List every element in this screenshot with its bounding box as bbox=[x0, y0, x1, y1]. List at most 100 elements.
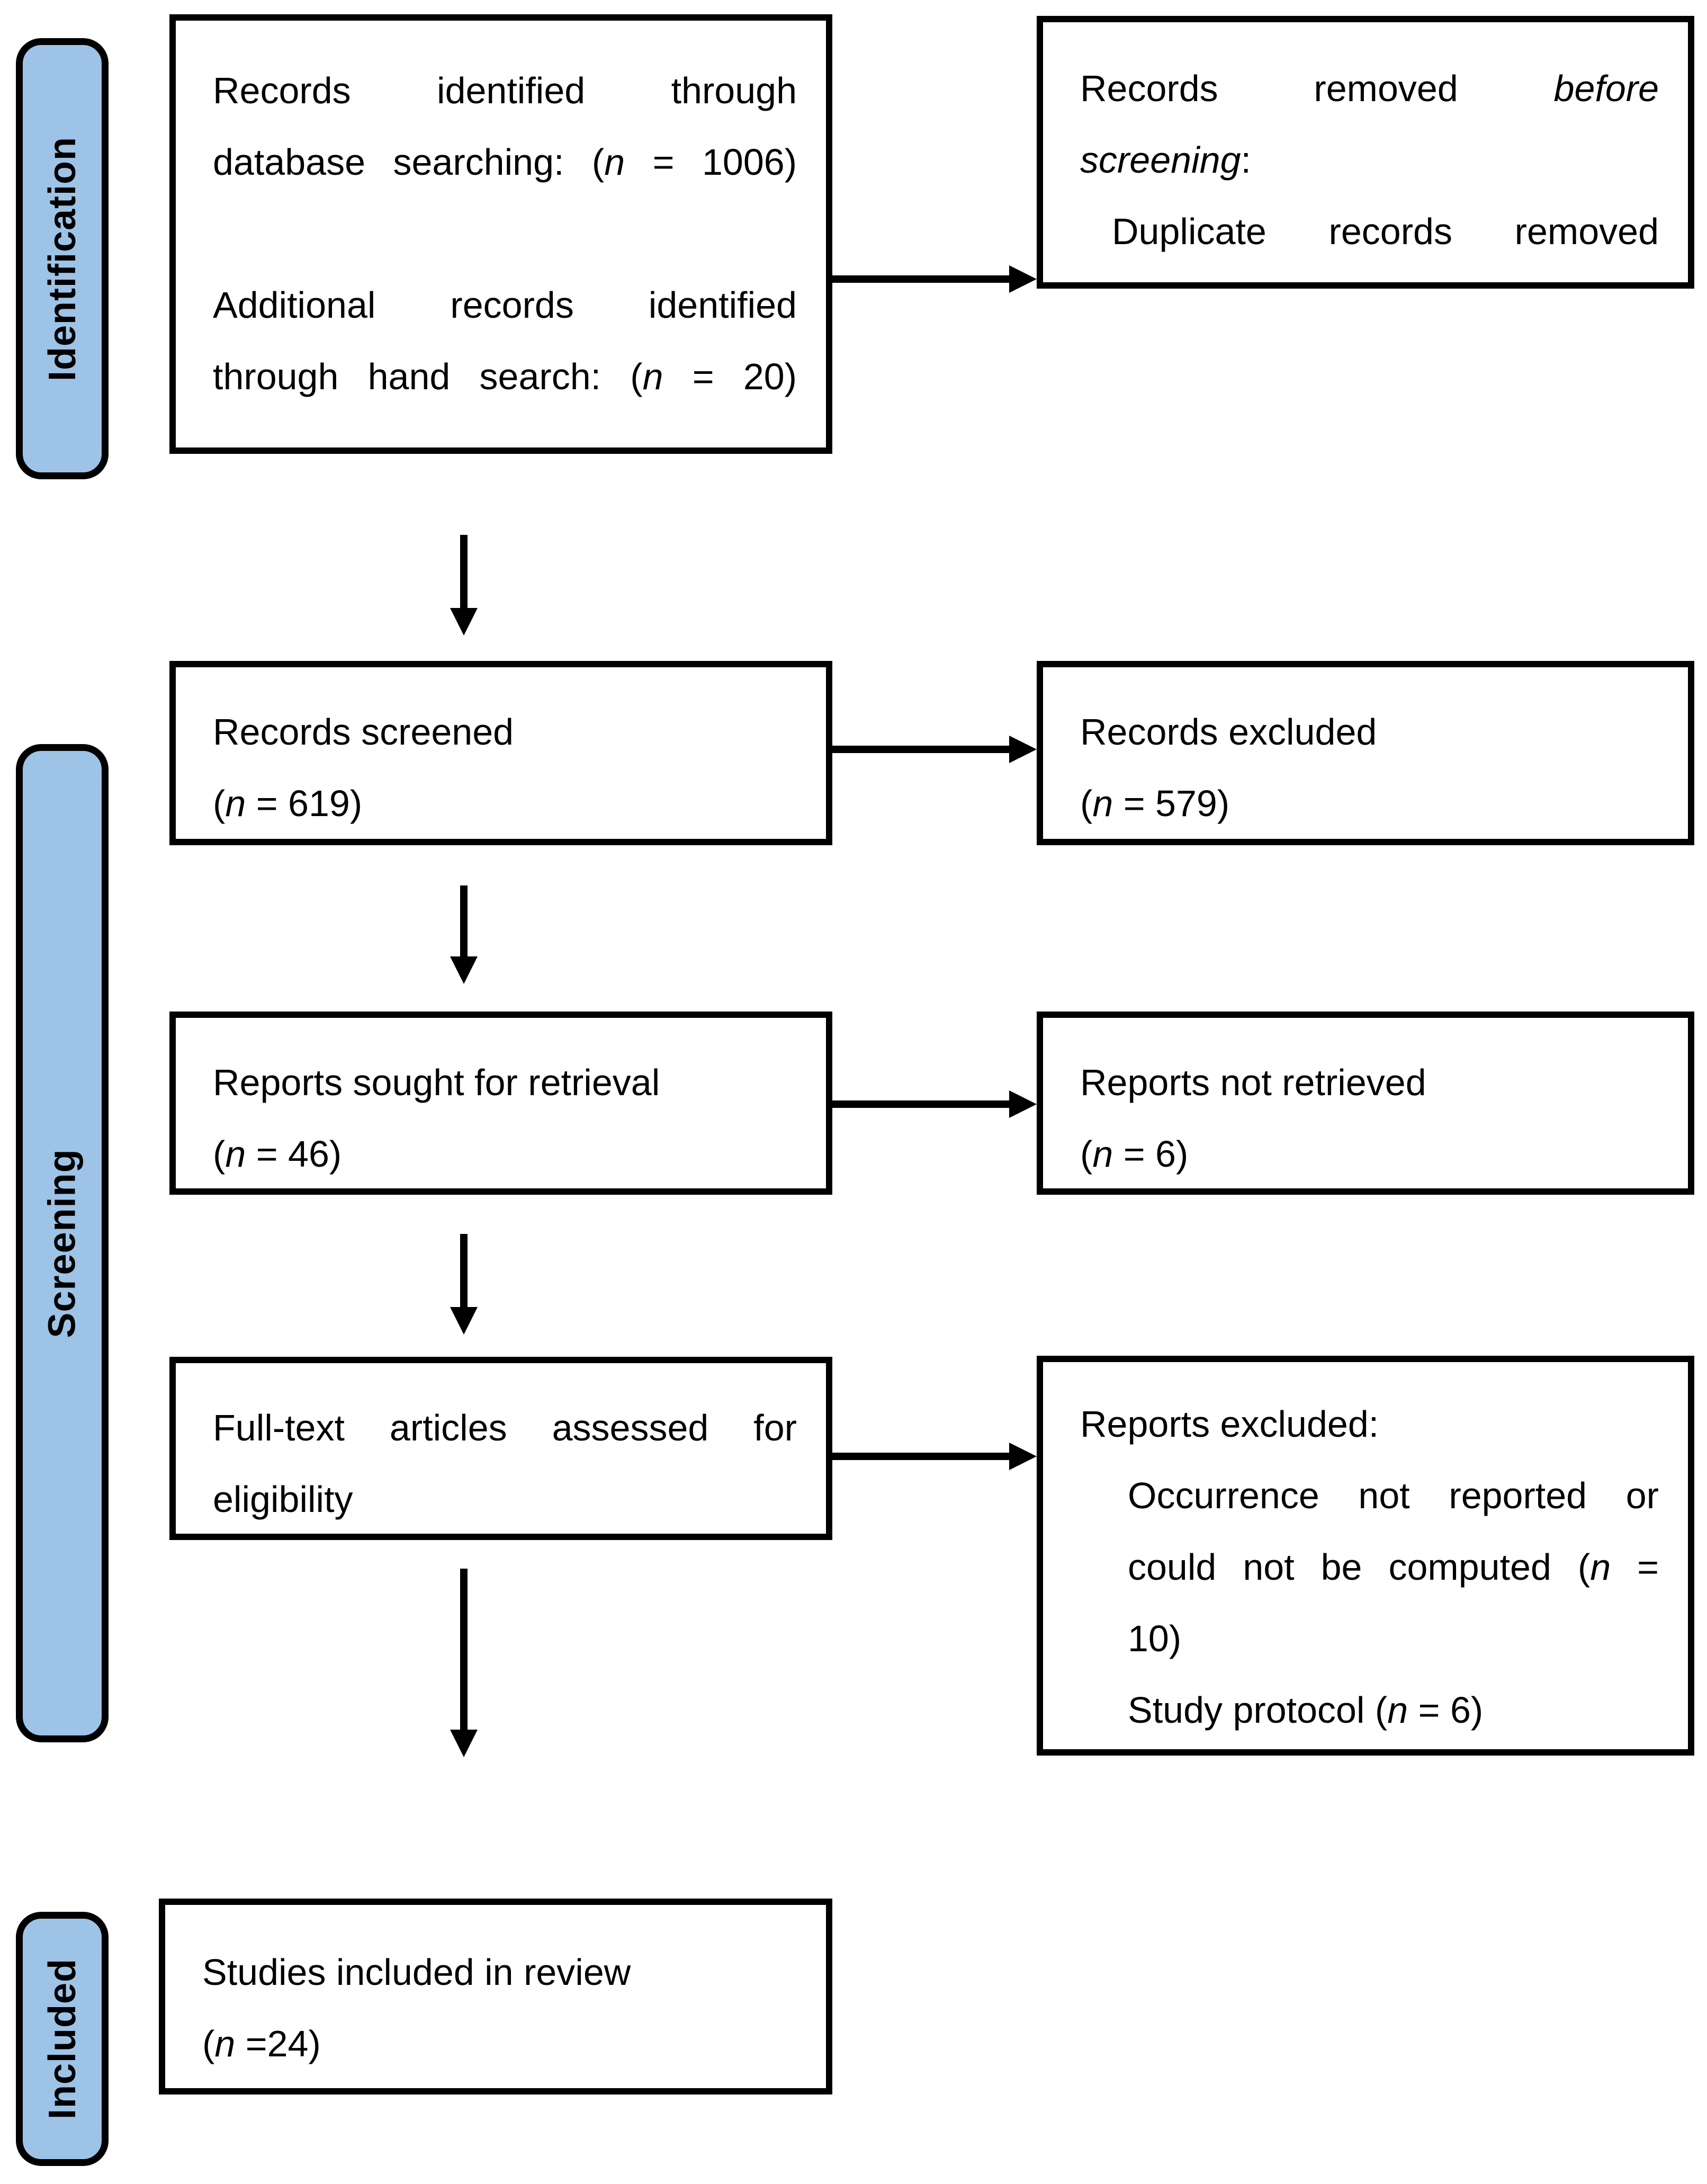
text-segment: Records removed bbox=[1080, 68, 1554, 109]
arrow-shaft bbox=[460, 1234, 468, 1307]
text-line: database searching: (n = 1006) bbox=[213, 127, 797, 198]
text-segment: = 619) bbox=[246, 783, 363, 824]
text-line: Records screened bbox=[213, 696, 797, 768]
stage-label-identification: Identification bbox=[16, 38, 109, 479]
box-records-excluded: Records excluded (n = 579) bbox=[1037, 661, 1694, 845]
box-reports-excluded: Reports excluded: Occurrence not reported… bbox=[1037, 1356, 1694, 1756]
stage-label-screening-text: Screening bbox=[41, 1148, 84, 1338]
text-segment: ( bbox=[1080, 1133, 1093, 1175]
italic-text-segment: screening bbox=[1080, 139, 1241, 181]
text-line: Study protocol (n = 6) bbox=[1080, 1675, 1659, 1746]
arrowhead-down-icon bbox=[450, 1730, 478, 1757]
stage-label-included: Included bbox=[16, 1912, 109, 2166]
arrowhead-right-icon bbox=[1009, 1443, 1037, 1470]
box-reports-not-retrieved: Reports not retrieved (n = 6) bbox=[1037, 1012, 1694, 1195]
text-line: Full-text articles assessed for bbox=[213, 1392, 797, 1464]
text-line: (n = 579) bbox=[1080, 768, 1659, 839]
arrow-shaft bbox=[460, 535, 468, 608]
text-segment: Records screened bbox=[213, 711, 514, 753]
stage-label-included-text: Included bbox=[41, 1958, 84, 2120]
text-line-spacer bbox=[213, 198, 797, 270]
italic-text-segment: n bbox=[642, 356, 663, 397]
box-studies-included-in-review: Studies included in review (n =24) bbox=[159, 1899, 832, 2095]
text-segment: Reports excluded: bbox=[1080, 1403, 1379, 1445]
text-line: Reports sought for retrieval bbox=[213, 1047, 797, 1118]
text-segment: Reports sought for retrieval bbox=[213, 1062, 660, 1103]
box-records-screened: Records screened (n = 619) bbox=[169, 661, 832, 845]
text-line: Duplicate records removed bbox=[1080, 196, 1659, 267]
text-segment: eligibility bbox=[213, 1479, 353, 1520]
text-segment: : bbox=[1241, 139, 1251, 181]
box-reports-sought-for-retrieval: Reports sought for retrieval (n = 46) bbox=[169, 1012, 832, 1195]
text-segment: =24) bbox=[235, 2023, 321, 2064]
arrowhead-down-icon bbox=[450, 608, 478, 635]
stage-label-screening: Screening bbox=[16, 744, 109, 1742]
arrow-shaft bbox=[460, 885, 468, 956]
text-segment: database searching: ( bbox=[213, 141, 605, 183]
text-segment: Reports not retrieved bbox=[1080, 1062, 1426, 1103]
text-line: Records identified through bbox=[213, 55, 797, 127]
text-line: Studies included in review bbox=[202, 1937, 797, 2008]
italic-text-segment: n bbox=[1387, 1689, 1408, 1731]
arrowhead-right-icon bbox=[1009, 1090, 1037, 1118]
text-line: (n =24) bbox=[202, 2008, 797, 2080]
text-segment: could not be computed ( bbox=[1128, 1546, 1591, 1588]
text-line: Reports not retrieved bbox=[1080, 1047, 1659, 1118]
text-segment: Duplicate records removed bbox=[1112, 211, 1659, 252]
box-records-removed-before-screening: Records removed before screening: Duplicat… bbox=[1037, 16, 1694, 289]
italic-text-segment: n bbox=[604, 141, 625, 183]
arrowhead-down-icon bbox=[450, 1307, 478, 1335]
text-segment: Records excluded bbox=[1080, 711, 1377, 753]
italic-text-segment: n bbox=[1590, 1546, 1611, 1588]
text-segment: = 1006) bbox=[625, 141, 797, 183]
text-segment: ( bbox=[213, 1133, 226, 1175]
arrow-shaft bbox=[832, 746, 1009, 753]
text-segment: Occurrence not reported or bbox=[1128, 1475, 1659, 1516]
text-segment: = 20) bbox=[663, 356, 797, 397]
arrow-shaft bbox=[832, 1100, 1009, 1108]
text-line: could not be computed (n = bbox=[1080, 1532, 1659, 1603]
arrowhead-right-icon bbox=[1009, 265, 1037, 293]
text-segment: = 579) bbox=[1113, 783, 1230, 824]
box-records-identified: Records identified through database searc… bbox=[169, 14, 832, 454]
text-segment: Studies included in review bbox=[202, 1952, 631, 1993]
text-line: Records excluded bbox=[1080, 696, 1659, 768]
text-segment: ( bbox=[213, 783, 226, 824]
text-segment: through hand search: ( bbox=[213, 356, 643, 397]
text-segment: ( bbox=[202, 2023, 215, 2064]
text-segment: Additional records identified bbox=[213, 284, 797, 326]
italic-text-segment: n bbox=[214, 2023, 236, 2064]
arrow-shaft bbox=[832, 1453, 1009, 1460]
arrowhead-down-icon bbox=[450, 956, 478, 984]
text-segment: 10) bbox=[1128, 1618, 1182, 1659]
text-line: through hand search: (n = 20) bbox=[213, 341, 797, 413]
stage-label-identification-text: Identification bbox=[41, 136, 84, 381]
box-fulltext-articles-assessed: Full-text articles assessed for eligibili… bbox=[169, 1357, 832, 1540]
text-line: (n = 6) bbox=[1080, 1118, 1659, 1188]
italic-text-segment: n bbox=[225, 783, 246, 824]
italic-text-segment: n bbox=[1092, 783, 1113, 824]
text-segment: Full-text articles assessed for bbox=[213, 1407, 797, 1448]
text-line: eligibility bbox=[213, 1464, 797, 1534]
text-line: Additional records identified bbox=[213, 270, 797, 341]
italic-text-segment: n bbox=[1092, 1133, 1113, 1175]
text-segment: = 6) bbox=[1113, 1133, 1189, 1175]
text-segment: ( bbox=[1080, 783, 1093, 824]
text-line: (n = 46) bbox=[213, 1118, 797, 1188]
arrow-shaft bbox=[460, 1569, 468, 1730]
text-segment: = 6) bbox=[1408, 1689, 1484, 1731]
text-line: screening: bbox=[1080, 124, 1659, 196]
text-line: Reports excluded: bbox=[1080, 1389, 1659, 1460]
text-line: (n = 619) bbox=[213, 768, 797, 839]
arrowhead-right-icon bbox=[1009, 736, 1037, 763]
text-segment: = bbox=[1611, 1546, 1659, 1588]
arrow-shaft bbox=[832, 275, 1009, 283]
text-segment: = 46) bbox=[246, 1133, 342, 1175]
text-line: Occurrence not reported or bbox=[1080, 1460, 1659, 1532]
italic-text-segment: n bbox=[225, 1133, 246, 1175]
text-segment: Study protocol ( bbox=[1128, 1689, 1388, 1731]
italic-text-segment: before bbox=[1553, 68, 1659, 109]
text-segment: Records identified through bbox=[213, 70, 797, 111]
text-line: 10) bbox=[1080, 1603, 1659, 1675]
